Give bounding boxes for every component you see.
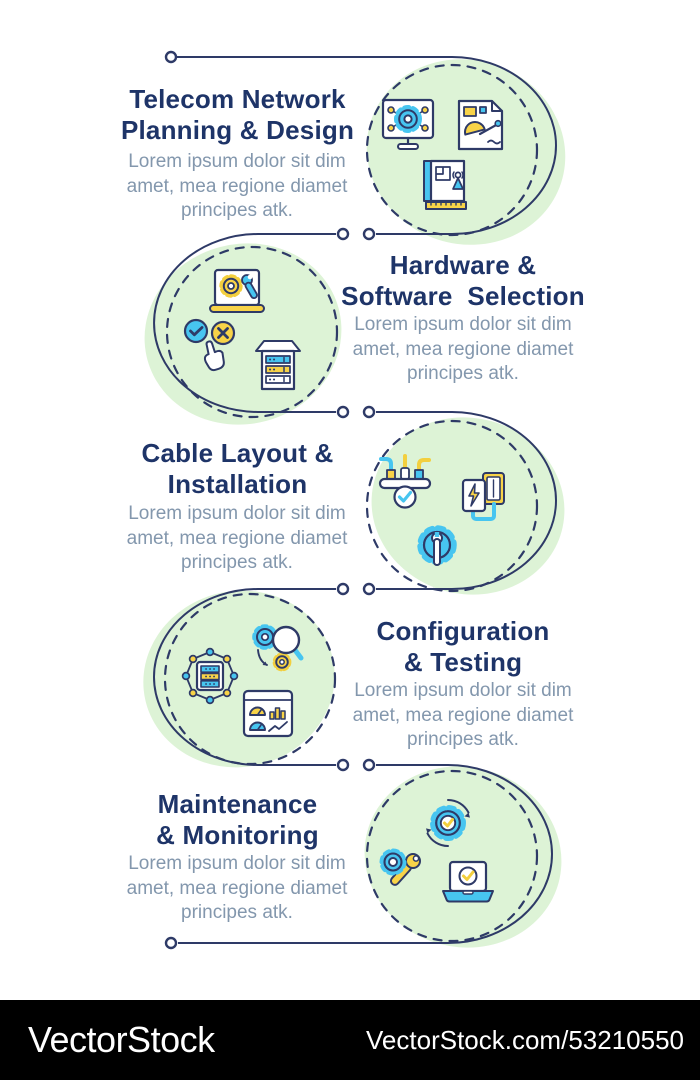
gear-wrench-icon	[417, 525, 457, 566]
section-2-title: Hardware &Software Selection	[303, 250, 623, 312]
timeline-nodes	[164, 50, 376, 950]
section-4-title: Configuration& Testing	[303, 616, 623, 678]
title-line-1: Cable Layout &	[141, 438, 334, 468]
gears-magnifier-icon	[252, 624, 304, 672]
title-line-2: Installation	[167, 469, 308, 500]
title-line-1: Maintenance	[157, 789, 318, 819]
power-adapter-icon	[461, 472, 505, 521]
title-line-2: & Testing	[403, 647, 523, 678]
cable-connectors-icon	[378, 454, 432, 509]
section-3-description: Lorem ipsum dolor sit dim amet, mea regi…	[126, 503, 348, 574]
title-line-1: Configuration	[376, 616, 550, 646]
server-rack-icon	[255, 340, 301, 391]
vectorstock-logo: VectorStock	[28, 1019, 215, 1060]
laptop-settings-icon	[209, 268, 265, 313]
vectorstock-credit: VectorStock.com/53210550	[366, 1024, 684, 1055]
section-1-description: Lorem ipsum dolor sit dim amet, mea regi…	[126, 151, 348, 222]
title-line-1: Telecom Network	[129, 84, 346, 114]
title-line-2: Software Selection	[341, 281, 585, 312]
section-3-title: Cable Layout &Installation	[90, 438, 385, 500]
section-2-title-block: Hardware &Software Selection	[303, 250, 623, 312]
design-document-icon	[457, 99, 504, 151]
dashboard-icon	[242, 689, 294, 738]
section-4-title-block: Configuration& Testing	[303, 616, 623, 678]
section-4-description: Lorem ipsum dolor sit dim amet, mea regi…	[352, 680, 574, 751]
serpentine-line	[153, 56, 557, 944]
monitor-gear-icon	[381, 98, 435, 150]
gear-check-sync-icon	[426, 799, 470, 847]
section-5-description: Lorem ipsum dolor sit dim amet, mea regi…	[126, 853, 348, 924]
approve-reject-cursor-icon	[183, 318, 236, 372]
network-servers-icon	[181, 647, 239, 705]
section-2-description: Lorem ipsum dolor sit dim amet, mea regi…	[352, 314, 574, 385]
laptop-check-icon	[442, 860, 494, 903]
section-5-title: Maintenance& Monitoring	[90, 789, 385, 851]
section-5-title-block: Maintenance& Monitoring	[90, 789, 385, 851]
gear-spanner-icon	[379, 848, 421, 886]
dashed-rings	[163, 63, 539, 943]
title-line-1: Hardware &	[389, 250, 537, 280]
blueprint-ruler-icon	[423, 159, 467, 210]
title-line-2: Planning & Design	[120, 115, 355, 146]
watermark-bar: VectorStock VectorStock.com/53210550	[0, 1000, 700, 1080]
section-3-title-block: Cable Layout &Installation	[90, 438, 385, 500]
title-line-2: & Monitoring	[156, 820, 319, 851]
